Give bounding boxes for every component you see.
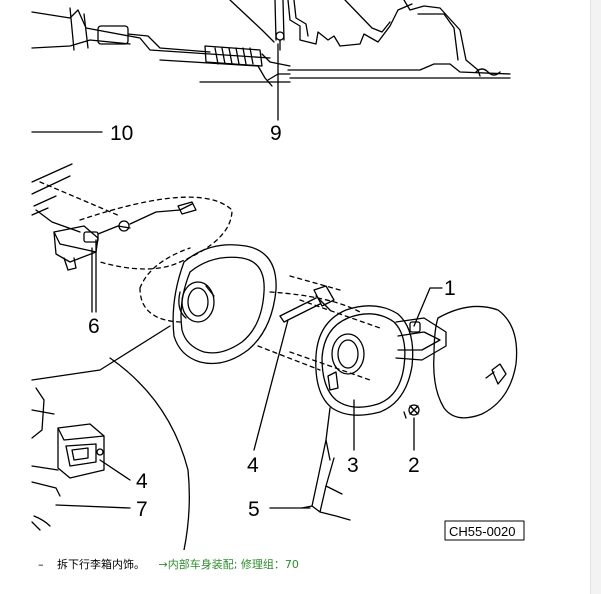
dashed-guide-housing <box>139 247 381 381</box>
figure-id-box <box>444 520 525 541</box>
filler-housing-ring <box>172 244 277 365</box>
scrollbar-track[interactable] <box>590 0 601 594</box>
fuel-filler-flap-diagram: 10 9 6 1 4 3 2 4 5 7 CH55-0020 <box>31 0 525 550</box>
callout-5: 5 <box>248 498 260 521</box>
dashed-guide-actuator <box>39 181 233 270</box>
flap-lid <box>433 305 518 419</box>
callout-4-lower: 4 <box>136 470 148 493</box>
callout-10: 10 <box>110 122 133 145</box>
callout-7: 7 <box>136 498 148 521</box>
leader-7 <box>55 504 131 509</box>
step-bullet: – <box>38 558 44 571</box>
callout-1: 1 <box>444 277 456 300</box>
callout-6: 6 <box>88 315 100 338</box>
flap-housing <box>315 305 447 461</box>
callout-3: 3 <box>347 454 359 477</box>
callout-9: 9 <box>270 122 282 145</box>
step-text: 拆下行李箱内饰。 <box>57 558 145 571</box>
callout-4-upper: 4 <box>247 454 259 477</box>
locking-pin <box>279 285 335 323</box>
callout-2: 2 <box>408 454 420 477</box>
release-cable-assembly <box>31 0 291 87</box>
body-panel-section <box>199 0 511 83</box>
instruction-step: – 拆下行李箱内饰。 →内部车身装配; 修理组：70 <box>38 556 299 572</box>
detail-view <box>31 325 190 550</box>
figure-id: CH55-0020 <box>449 524 516 539</box>
screw <box>403 404 420 419</box>
leader-1 <box>413 287 443 327</box>
leader-4-upper <box>253 319 289 451</box>
leader-4-lower <box>99 459 131 481</box>
cross-reference-link[interactable]: →内部车身装配; 修理组：70 <box>158 558 299 571</box>
lock-actuator <box>31 163 197 313</box>
